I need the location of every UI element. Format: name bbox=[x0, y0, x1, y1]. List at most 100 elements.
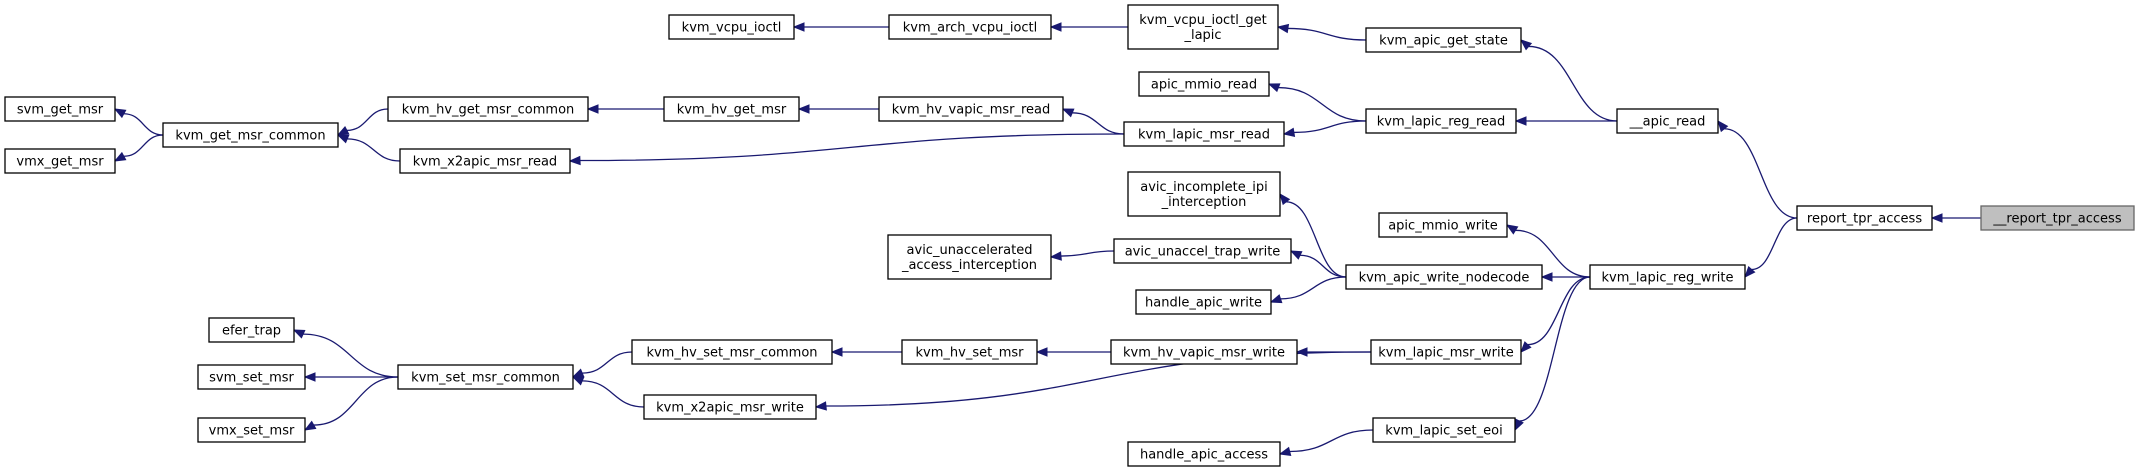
node-kvm-get-msr-common[interactable]: kvm_get_msr_common bbox=[162, 122, 339, 148]
node-box bbox=[4, 96, 116, 122]
edge-arrowhead bbox=[336, 125, 350, 136]
edge-arrowhead bbox=[1267, 83, 1281, 93]
node-kvm-lapic-msr-write[interactable]: kvm_lapic_msr_write bbox=[1370, 339, 1522, 365]
edge-line bbox=[123, 113, 164, 136]
node-vmx-get-msr[interactable]: vmx_get_msr bbox=[4, 148, 116, 174]
node-report-tpr-access[interactable]: report_tpr_access bbox=[1796, 205, 1933, 231]
node-kvm-lapic-reg-write[interactable]: kvm_lapic_reg_write bbox=[1589, 264, 1746, 290]
node-kvm-hv-set-msr[interactable]: kvm_hv_set_msr bbox=[901, 339, 1038, 365]
edge-handle-apic-write-to-kvm-apic-write-nodecode bbox=[1269, 276, 1347, 304]
node-box bbox=[197, 417, 306, 443]
node-box bbox=[4, 148, 116, 174]
edge-kvm-hv-set-msr-to-kvm-hv-vapic-msr-write bbox=[1035, 347, 1112, 357]
edge-line bbox=[1527, 276, 1591, 346]
edge-kvm-apic-get-state-to-apic-read bbox=[1519, 39, 1618, 122]
node-kvm-x2apic-msr-write[interactable]: kvm_x2apic_msr_write bbox=[643, 394, 817, 420]
edge-line bbox=[1300, 254, 1347, 278]
node-box bbox=[1138, 71, 1270, 97]
node-report-tpr-access-dbl[interactable]: __report_tpr_access bbox=[1980, 205, 2135, 231]
node-label: kvm_hv_vapic_msr_read bbox=[892, 103, 1051, 118]
edge-line bbox=[123, 134, 164, 157]
edge-kvm-set-msr-common-to-kvm-x2apic-msr-write bbox=[571, 376, 645, 408]
node-kvm-x2apic-msr-read[interactable]: kvm_x2apic_msr_read bbox=[399, 148, 571, 174]
node-apic-mmio-write[interactable]: apic_mmio_write bbox=[1378, 212, 1508, 238]
node-kvm-hv-vapic-msr-read[interactable]: kvm_hv_vapic_msr_read bbox=[878, 96, 1064, 122]
node-kvm-lapic-msr-read[interactable]: kvm_lapic_msr_read bbox=[1123, 121, 1285, 147]
node-box bbox=[1980, 205, 2135, 231]
edge-line bbox=[347, 138, 401, 162]
edge-line bbox=[346, 108, 389, 132]
node-avic-unaccelerated[interactable]: avic_unaccelerated_access_interception bbox=[887, 234, 1052, 280]
node-kvm-apic-get-state[interactable]: kvm_apic_get_state bbox=[1365, 27, 1522, 53]
node-vmx-set-msr[interactable]: vmx_set_msr bbox=[197, 417, 306, 443]
edge-kvm-lapic-set-eoi-to-kvm-lapic-reg-write bbox=[1514, 276, 1591, 432]
node-svm-set-msr[interactable]: svm_set_msr bbox=[197, 364, 306, 390]
edge-kvm-set-msr-common-to-kvm-hv-set-msr-common bbox=[571, 351, 633, 378]
node-label: kvm_vcpu_ioctl bbox=[682, 21, 782, 36]
edge-line bbox=[1289, 429, 1374, 453]
edge-avic-unaccel-trap-write-to-kvm-apic-write-nodecode bbox=[1289, 250, 1347, 278]
node-box bbox=[162, 122, 339, 148]
node-avic-incomplete-ipi[interactable]: avic_incomplete_ipi_interception bbox=[1127, 171, 1281, 217]
edge-kvm-lapic-msr-read-to-kvm-lapic-reg-read bbox=[1282, 120, 1367, 138]
node-efer-trap[interactable]: efer_trap bbox=[208, 317, 295, 343]
node-label: kvm_get_msr_common bbox=[175, 129, 325, 144]
edge-kvm-lapic-reg-read-to-apic-read bbox=[1514, 116, 1617, 126]
edge-line bbox=[1751, 217, 1798, 271]
node-label: vmx_set_msr bbox=[209, 424, 295, 439]
node-kvm-lapic-set-eoi[interactable]: kvm_lapic_set_eoi bbox=[1372, 417, 1516, 443]
node-apic-read[interactable]: __apic_read bbox=[1616, 108, 1719, 134]
node-label: kvm_apic_write_nodecode bbox=[1359, 271, 1530, 286]
node-box bbox=[1127, 171, 1281, 217]
edge-arrowhead bbox=[1049, 251, 1062, 261]
node-handle-apic-write[interactable]: handle_apic_write bbox=[1135, 289, 1272, 315]
edge-line bbox=[1280, 276, 1347, 300]
edge-arrowhead bbox=[1278, 446, 1292, 456]
node-kvm-vcpu-ioctl-get-lapic[interactable]: kvm_vcpu_ioctl_get_lapic bbox=[1127, 4, 1279, 50]
node-kvm-apic-write-nodecode[interactable]: kvm_apic_write_nodecode bbox=[1345, 264, 1543, 290]
node-avic-unaccel-trap-write[interactable]: avic_unaccel_trap_write bbox=[1113, 238, 1292, 264]
edge-line bbox=[582, 380, 645, 408]
node-label: _access_interception bbox=[901, 258, 1037, 273]
node-box bbox=[887, 234, 1052, 280]
edge-line bbox=[579, 133, 1125, 162]
node-box bbox=[1110, 339, 1298, 365]
edge-avic-unaccelerated-to-avic-unaccel-trap-write bbox=[1049, 250, 1115, 261]
node-kvm-lapic-reg-read[interactable]: kvm_lapic_reg_read bbox=[1365, 108, 1517, 134]
node-label: report_tpr_access bbox=[1807, 212, 1922, 227]
edge-line bbox=[313, 376, 399, 426]
edge-report-tpr-access-to-report-tpr-access-dbl bbox=[1930, 213, 1981, 223]
edge-kvm-get-msr-common-to-kvm-x2apic-msr-read bbox=[336, 134, 401, 162]
node-kvm-hv-set-msr-common[interactable]: kvm_hv_set_msr_common bbox=[631, 339, 833, 365]
edge-arrowhead bbox=[1514, 116, 1527, 126]
node-label: kvm_lapic_reg_read bbox=[1377, 115, 1506, 130]
node-kvm-arch-vcpu-ioctl[interactable]: kvm_arch_vcpu_ioctl bbox=[888, 14, 1052, 40]
node-label: _lapic bbox=[1183, 28, 1221, 43]
node-box bbox=[631, 339, 833, 365]
edge-apic-mmio-read-to-kvm-lapic-reg-read bbox=[1267, 83, 1367, 122]
node-box bbox=[1113, 238, 1292, 264]
node-box bbox=[1123, 121, 1285, 147]
edge-kvm-x2apic-msr-read-to-kvm-lapic-msr-read bbox=[568, 133, 1125, 166]
node-kvm-hv-vapic-msr-write[interactable]: kvm_hv_vapic_msr_write bbox=[1110, 339, 1298, 365]
node-kvm-hv-get-msr-common[interactable]: kvm_hv_get_msr_common bbox=[387, 96, 589, 122]
node-kvm-set-msr-common[interactable]: kvm_set_msr_common bbox=[397, 364, 574, 390]
node-kvm-vcpu-ioctl[interactable]: kvm_vcpu_ioctl bbox=[668, 14, 795, 40]
edge-kvm-hv-get-msr-to-kvm-hv-vapic-msr-read bbox=[797, 104, 879, 114]
edge-line bbox=[1724, 128, 1798, 219]
node-box bbox=[1589, 264, 1746, 290]
edge-arrowhead bbox=[113, 151, 127, 162]
edge-kvm-hv-get-msr-common-to-kvm-hv-get-msr bbox=[586, 104, 664, 114]
node-apic-mmio-read[interactable]: apic_mmio_read bbox=[1138, 71, 1270, 97]
edge-arrowhead bbox=[292, 329, 306, 339]
edge-arrowhead bbox=[303, 420, 317, 431]
node-label: _interception bbox=[1161, 195, 1247, 210]
node-kvm-hv-get-msr[interactable]: kvm_hv_get_msr bbox=[663, 96, 800, 122]
node-handle-apic-access[interactable]: handle_apic_access bbox=[1127, 441, 1281, 467]
edge-line bbox=[1528, 45, 1618, 122]
edge-arrowhead bbox=[1269, 294, 1283, 304]
edge-line bbox=[1519, 276, 1591, 422]
node-svm-get-msr[interactable]: svm_get_msr bbox=[4, 96, 116, 122]
edge-arrowhead bbox=[568, 155, 581, 166]
